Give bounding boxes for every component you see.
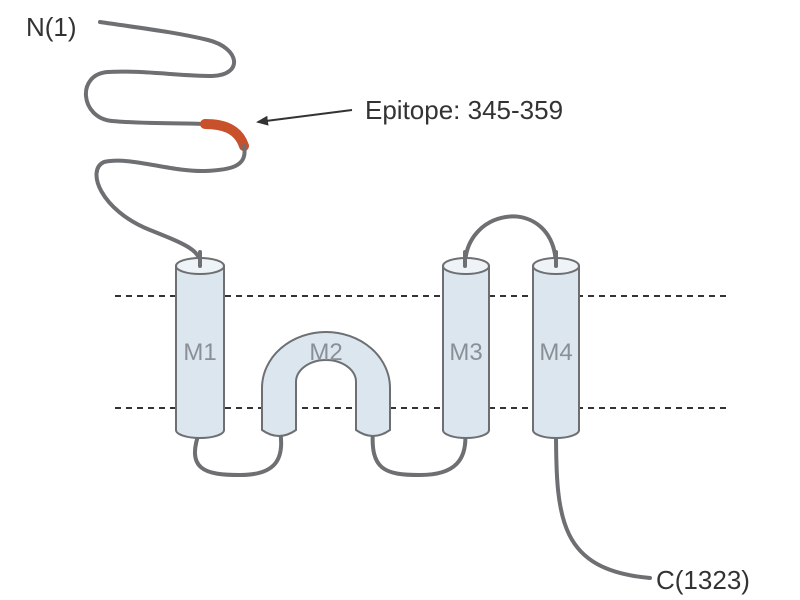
helix-m2 <box>261 331 391 437</box>
helix-m4 <box>532 257 580 439</box>
n-terminal-chain <box>83 20 236 126</box>
helix-m1 <box>175 257 225 439</box>
segment-label-m4: M4 <box>539 339 572 366</box>
c-terminus-label: C(1323) <box>656 565 750 595</box>
segment-label-m1: M1 <box>183 339 216 366</box>
loop-m3-m4 <box>463 214 558 268</box>
loop-m1-m2 <box>193 428 284 478</box>
segment-label-m2: M2 <box>309 339 342 366</box>
epitope-region <box>200 119 249 151</box>
c-terminal-chain <box>554 428 652 580</box>
n-terminus-label: N(1) <box>26 12 77 42</box>
chain-to-m1 <box>94 144 247 266</box>
epitope-label: Epitope: 345-359 <box>365 95 563 125</box>
segment-label-m3: M3 <box>449 339 482 366</box>
epitope-arrow <box>256 109 353 126</box>
loop-m2-m3 <box>370 428 468 478</box>
